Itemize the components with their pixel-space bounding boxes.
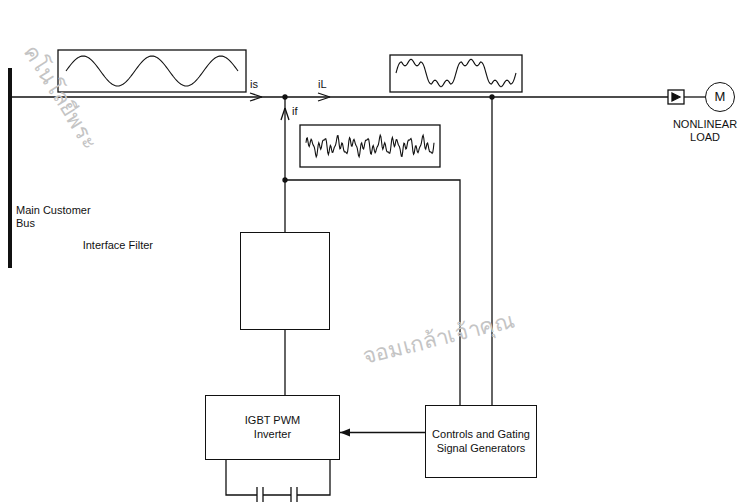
inverter-box: IGBT PWM Inverter [205, 395, 340, 460]
bus-bar [8, 68, 12, 268]
waveform-box [300, 125, 440, 167]
control-box: Controls and Gating Signal Generators [425, 405, 537, 478]
capacitor-symbol [257, 487, 297, 502]
rectifier-symbol [668, 90, 684, 104]
filter-current-wave [306, 135, 434, 157]
box-label: IGBT PWM Inverter [245, 414, 301, 440]
source-current-wave [66, 56, 238, 86]
box-label: Controls and Gating Signal Generators [431, 428, 531, 454]
bus-label: Main Customer Bus [16, 204, 102, 230]
filter-box: Interface Filter [240, 232, 330, 330]
box-label: M [715, 89, 726, 105]
sense-wire [491, 97, 492, 405]
current-label: is [250, 78, 258, 91]
dc-link-wire [226, 460, 330, 495]
current-label: iL [318, 78, 327, 91]
load-label: NONLINEAR LOAD [664, 118, 746, 144]
watermark: จอมเกล้าเจ้าคุณ [360, 308, 517, 371]
load-current-wave [396, 59, 516, 86]
branch-wire [284, 97, 285, 232]
current-label: if [292, 105, 298, 118]
main-wire [10, 96, 668, 97]
signal-connector [340, 432, 425, 433]
current-arrow [318, 93, 330, 101]
motor-circle: M [705, 82, 735, 112]
signal-connector [284, 330, 285, 395]
waveform-box [58, 50, 246, 92]
box-heading: Interface Filter [83, 239, 153, 252]
waveform-box [390, 55, 522, 92]
current-arrow [250, 93, 262, 101]
diode-symbol [672, 93, 680, 101]
